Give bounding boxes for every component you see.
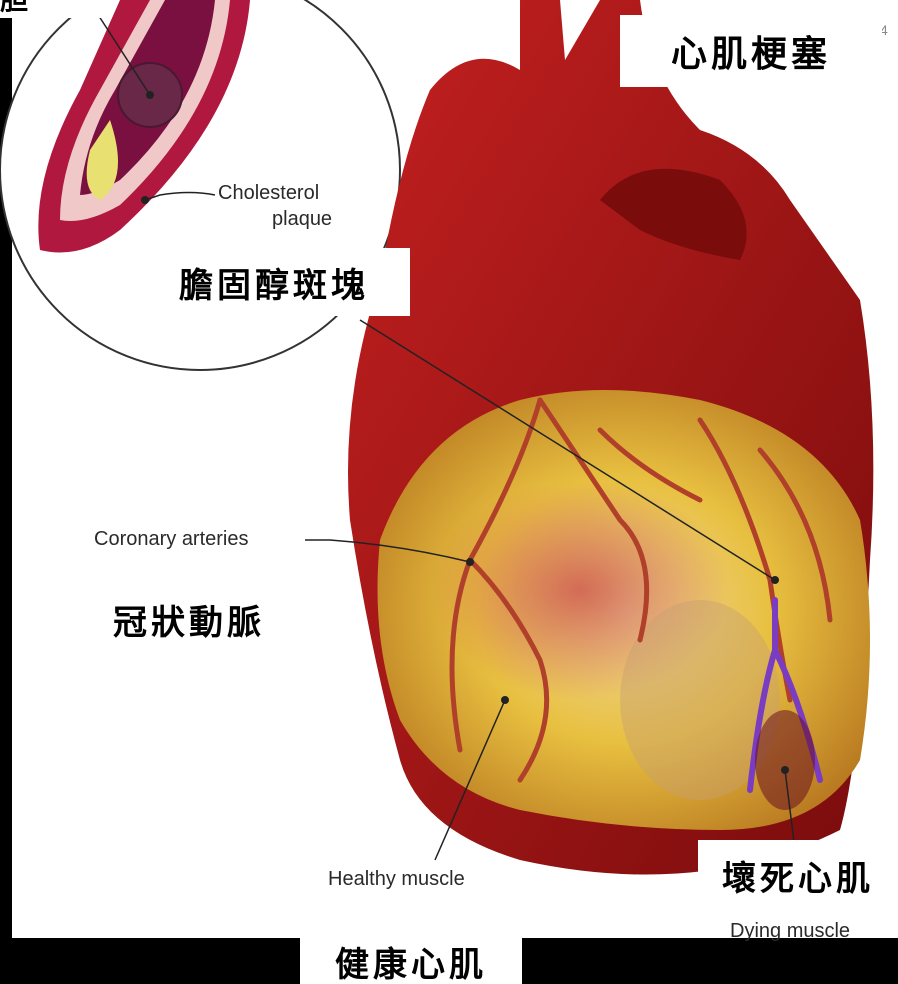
- dying-muscle-label: Dying muscle: [730, 920, 850, 943]
- title-myocardial-infarction: 心肌梗塞: [620, 15, 882, 87]
- cholesterol-plaque-cn-label: 膽固醇斑塊: [138, 248, 410, 316]
- coronary-arteries-cn-label: 冠狀動脈: [78, 580, 300, 658]
- corner-label-fragment: 胆: [0, 0, 110, 18]
- dying-muscle-region: [755, 710, 815, 810]
- coronary-arteries-label: Coronary arteries: [94, 528, 249, 551]
- healthy-muscle-cn-label: 健康心肌: [300, 938, 522, 984]
- cholesterol-plaque-label-line2: plaque: [272, 208, 332, 231]
- healthy-muscle-label: Healthy muscle: [328, 868, 465, 891]
- dying-muscle-cn-label: 壞死心肌: [698, 840, 898, 910]
- cholesterol-plaque-label-line1: Cholesterol: [218, 182, 319, 205]
